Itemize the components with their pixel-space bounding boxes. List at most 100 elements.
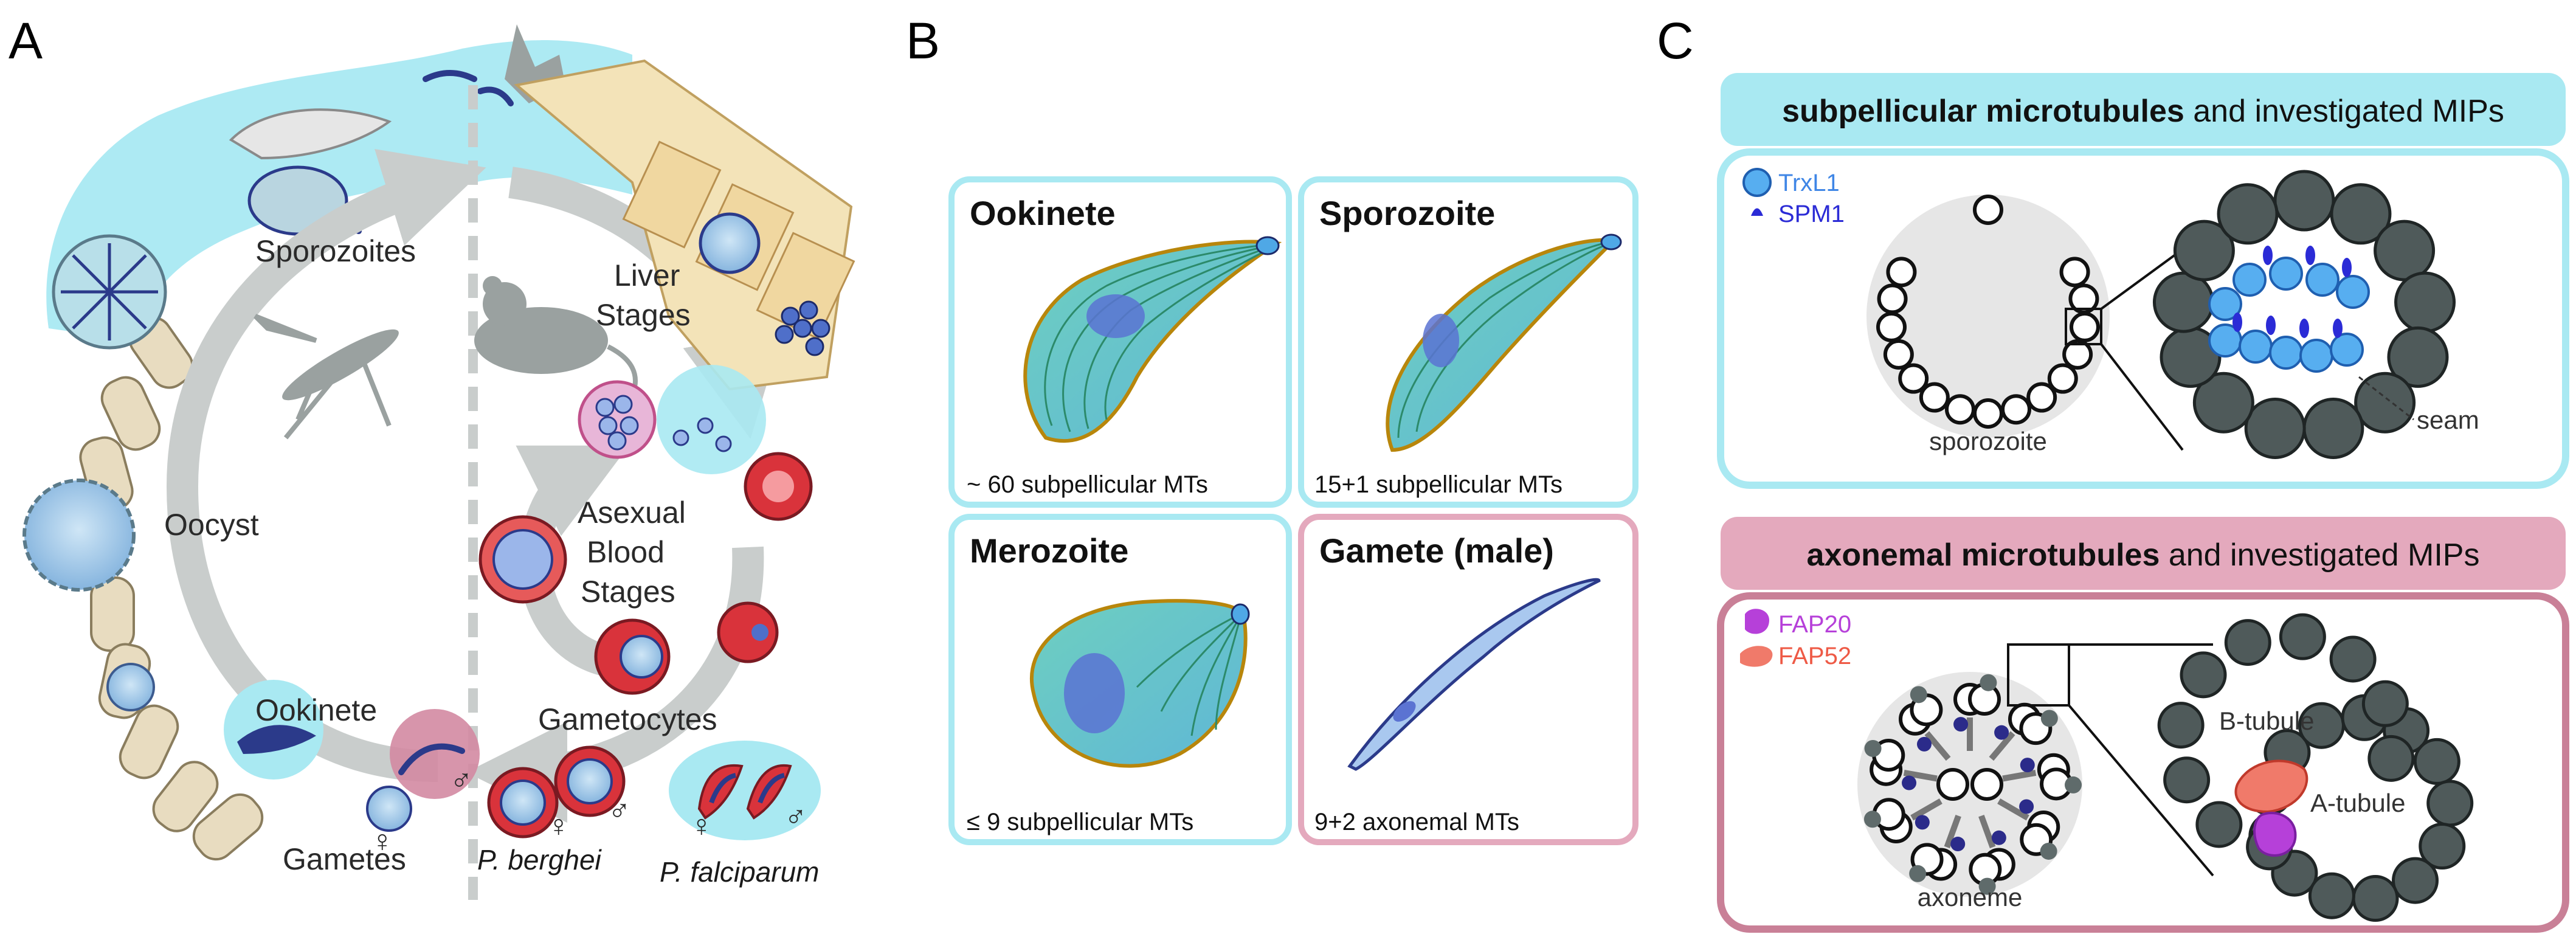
b-tubule-protofilament [2279,613,2326,660]
gametocytes-falciparum [669,741,821,840]
card-merozoite: Merozoite ≤ 9 subpellicular MTs [948,514,1292,845]
mip-dot [1994,725,2009,740]
panel-a: A [9,12,855,900]
fap20-protein [2253,811,2297,857]
protofilament [2330,183,2392,245]
protofilament [2374,220,2436,282]
oocyst-label: Oocyst [164,508,259,542]
a-tubule-protofilament [2392,857,2439,904]
spm1-protein [2299,319,2309,338]
trxl1-protein [2269,257,2303,291]
zoom-box-top [2065,308,2102,345]
subpellicular-mt [1876,311,1907,342]
protofilament [2394,271,2456,333]
female-symbol-falciparum: ♀ [690,809,713,843]
mip-dot [1953,717,1969,732]
male-symbol-berghei: ♂ [608,794,631,828]
seam-pointer [2358,376,2414,421]
subpellicular-mt [2062,339,2093,370]
fap20-legend-label: FAP20 [1778,611,1851,638]
salivary-gland [229,108,392,160]
axoneme-doublets [1863,674,2082,895]
trxl1-protein [2208,287,2242,321]
dynein-arm [1864,739,1882,757]
central-pair-mt [1970,768,2003,801]
spm1-legend-label: SPM1 [1778,201,1845,227]
subpellicular-microtubule-detail [2152,170,2456,459]
card-caption-merozoite: ≤ 9 subpellicular MTs [967,809,1193,835]
panel-c: C subpellicular microtubules and investi… [1657,12,2569,933]
panel-b: B Ookinete ~ 60 subpellicular MTs Sporoz… [906,12,1638,845]
svg-text:axonemal microtubules and inve: axonemal microtubules and investigated M… [1807,538,2480,573]
fap52-legend-icon [1740,646,1773,667]
merosome-highlight [657,365,766,474]
protofilament [2217,183,2279,245]
asexual-label-1: Asexual [578,496,686,530]
trxl1-proteins [2208,246,2370,373]
a-tubule-protofilament [2413,738,2460,785]
gametes-label: Gametes [283,842,406,876]
male-symbol-falciparum: ♂ [784,800,807,834]
radial-spoke [1997,798,2029,821]
zygote [106,663,155,711]
panel-letter-b: B [906,12,940,69]
female-gamete [366,786,412,832]
asexual-label-3: Stages [581,575,675,609]
doublet-microtubule-detail [2157,613,2474,922]
mip-dot [1916,736,1932,752]
protofilament [2173,220,2235,282]
card-ookinete: Ookinete ~ 60 subpellicular MTs [948,176,1292,508]
subpellicular-panel: TrxL1 SPM1 sporozoite seam [1717,148,2569,489]
ookinete-cell [237,725,316,754]
b-tubule-protofilament [2367,735,2415,782]
fap52-protein [2234,759,2308,814]
protofilament [2192,372,2254,434]
zoom-line-bottom-2 [2068,704,2214,877]
b-tubule-protofilament [2224,619,2271,666]
b-tubule-protofilament [2329,635,2377,683]
gamete-highlight [390,709,480,799]
mature-oocyst [52,234,167,350]
spm1-legend-icon [1751,208,1763,216]
subpellicular-banner: subpellicular microtubules and investiga… [1721,73,2566,146]
axoneme-label: axoneme [1918,883,2023,911]
subpellicular-mt [2026,382,2057,413]
subpellicular-mt [2047,363,2078,394]
dynein-arm [1978,877,1996,895]
liver-tissue [514,59,855,391]
radial-spoke [1978,814,1996,849]
midgut-epithelium [79,316,264,861]
spm1-protein [2305,246,2315,265]
radial-spoke [1944,814,1961,849]
spm1-protein [2232,313,2242,332]
protofilament [2152,271,2214,333]
protofilament [2387,326,2449,388]
dynein-arm [1863,811,1881,828]
p-berghei-label: P. berghei [477,844,603,876]
dynein-arm [1980,674,1997,691]
mip-dot [2019,799,2034,814]
spm1-protein [2333,319,2343,338]
subpellicular-mt [1973,398,2003,429]
a-tubule-protofilament [2426,780,2474,827]
axonemal-panel: FAP20 FAP52 axoneme B-tubule A-tubule [1717,592,2569,933]
subpellicular-mt [1877,283,1908,314]
red-blood-cells [478,452,813,695]
card-title-merozoite: Merozoite [970,531,1128,570]
subpellicular-mt-ring [1876,195,2100,429]
mip-dot [1915,815,1930,830]
liver-stages-label-1: Liver [614,258,680,292]
mip-dot [1902,775,1917,790]
central-pair-mt [1936,768,1969,801]
radial-spoke [1910,798,1942,821]
p-falciparum-label: P. falciparum [660,856,820,888]
asexual-label-2: Blood [587,535,665,569]
dynein-arm [2040,710,2058,727]
trxl1-legend-label: TrxL1 [1778,170,1840,196]
radial-spoke [1903,769,1938,782]
zoom-box-bottom [2007,643,2070,707]
a-tubule-protofilament [2308,872,2355,919]
seam-label: seam [2417,406,2479,434]
spm1-protein [2342,258,2352,277]
subpellicular-mt [1973,195,2003,225]
